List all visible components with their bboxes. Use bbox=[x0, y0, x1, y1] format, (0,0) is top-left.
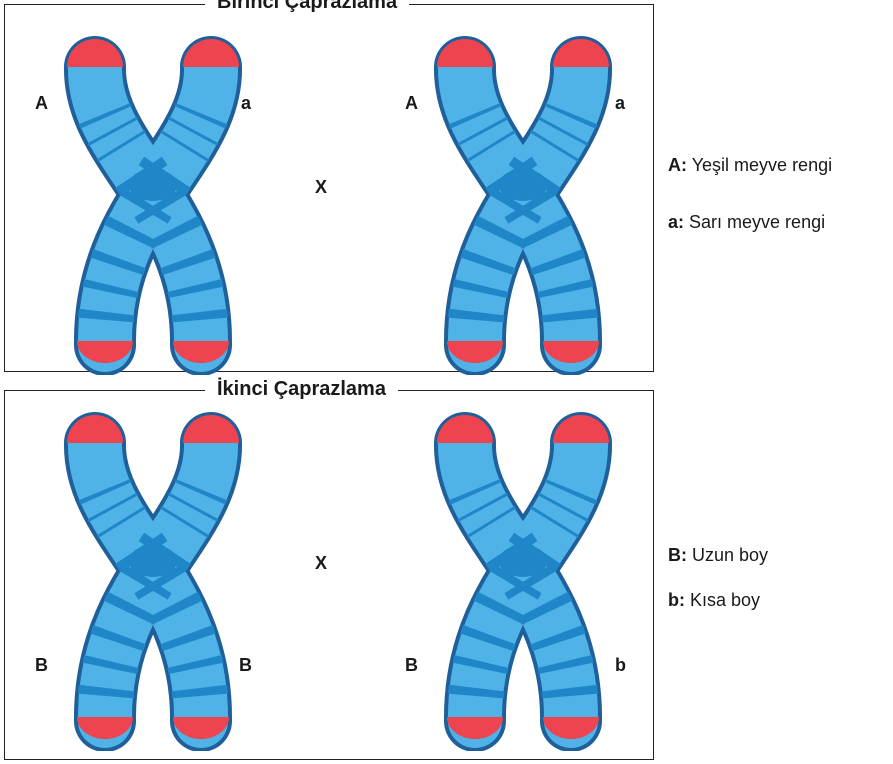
legend-item: B: Uzun boy bbox=[668, 545, 768, 566]
chromosome-icon bbox=[423, 411, 623, 751]
legend-text: Uzun boy bbox=[692, 545, 768, 565]
allele-label: a bbox=[241, 93, 251, 114]
legend-key: b: bbox=[668, 590, 685, 610]
legend-key: B: bbox=[668, 545, 687, 565]
legend-text: Kısa boy bbox=[690, 590, 760, 610]
allele-label: a bbox=[615, 93, 625, 114]
chromosome-icon bbox=[53, 35, 253, 375]
legend-item: A: Yeşil meyve rengi bbox=[668, 155, 832, 176]
legend-text: Yeşil meyve rengi bbox=[692, 155, 832, 175]
legend-item: a: Sarı meyve rengi bbox=[668, 212, 825, 233]
chromosome-icon bbox=[423, 35, 623, 375]
allele-label: A bbox=[35, 93, 48, 114]
first-cross-panel: Birinci Çaprazlama A a X A a bbox=[4, 4, 654, 372]
legend-text: Sarı meyve rengi bbox=[689, 212, 825, 232]
cross-symbol: X bbox=[315, 553, 327, 574]
legend-key: A: bbox=[668, 155, 687, 175]
allele-label: B bbox=[239, 655, 252, 676]
allele-label: A bbox=[405, 93, 418, 114]
allele-label: B bbox=[405, 655, 418, 676]
second-cross-panel: İkinci Çaprazlama B B X B b bbox=[4, 390, 654, 760]
cross-symbol: X bbox=[315, 177, 327, 198]
legend-item: b: Kısa boy bbox=[668, 590, 760, 611]
legend-key: a: bbox=[668, 212, 684, 232]
chromosome-icon bbox=[53, 411, 253, 751]
allele-label: b bbox=[615, 655, 626, 676]
panel-title: İkinci Çaprazlama bbox=[205, 378, 398, 401]
panel-title: Birinci Çaprazlama bbox=[205, 0, 409, 14]
allele-label: B bbox=[35, 655, 48, 676]
